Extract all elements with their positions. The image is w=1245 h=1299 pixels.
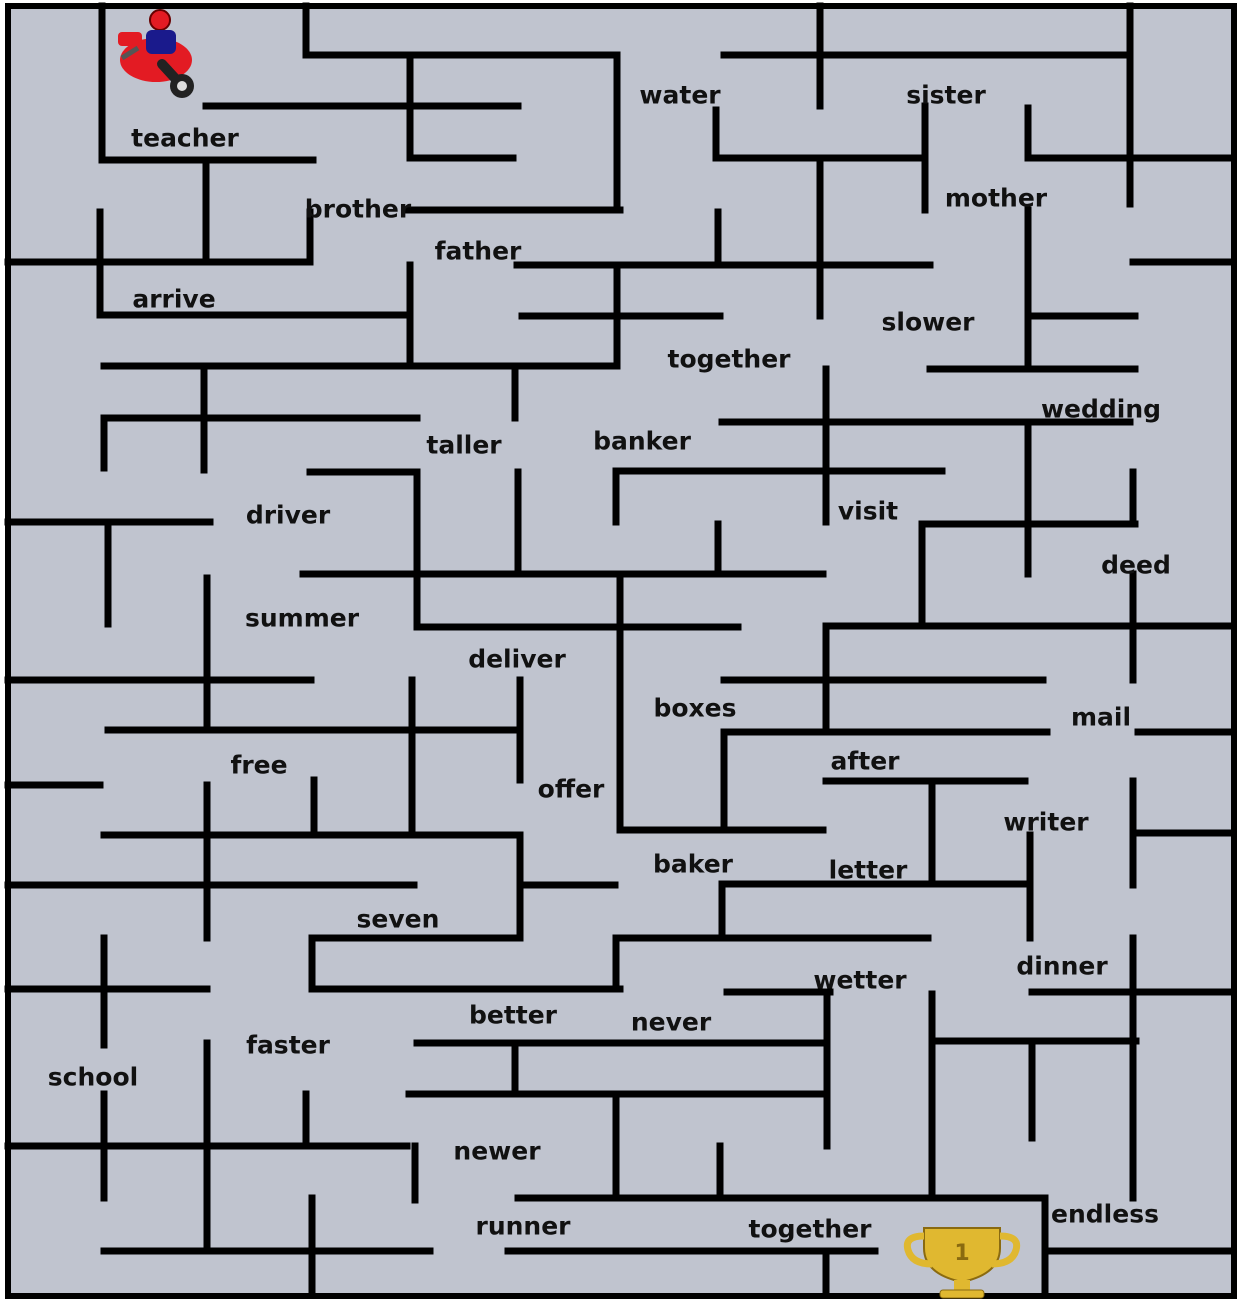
maze-word: water (639, 83, 720, 108)
maze-word: dinner (1016, 954, 1107, 979)
maze-word: endless (1051, 1202, 1159, 1227)
maze-word: writer (1003, 810, 1088, 835)
maze-word: taller (426, 433, 501, 458)
maze-word: driver (246, 503, 330, 528)
maze-word: sister (906, 83, 986, 108)
maze-word: mail (1071, 705, 1131, 730)
maze-word: offer (538, 777, 605, 802)
maze-word: father (435, 239, 522, 264)
maze-word: banker (593, 429, 691, 454)
maze-word: wetter (813, 968, 906, 993)
maze-word: slower (881, 310, 974, 335)
maze-word: wedding (1041, 397, 1161, 422)
maze-word: teacher (131, 126, 239, 151)
maze-word: together (667, 347, 790, 372)
maze-word: summer (245, 606, 359, 631)
maze-word: faster (246, 1033, 330, 1058)
maze-word: free (230, 753, 287, 778)
maze-word: better (469, 1003, 557, 1028)
maze-word: deed (1101, 553, 1171, 578)
maze-word: baker (653, 852, 733, 877)
maze-word: arrive (132, 287, 215, 312)
maze-word: seven (357, 907, 440, 932)
maze-word: never (631, 1010, 711, 1035)
maze-word: brother (305, 197, 411, 222)
maze-word: mother (945, 186, 1047, 211)
maze-word: runner (475, 1214, 570, 1239)
maze-word: after (831, 749, 900, 774)
maze-word: together (748, 1217, 871, 1242)
maze-word: letter (829, 858, 908, 883)
maze-word: school (48, 1065, 138, 1090)
maze-word: boxes (653, 696, 736, 721)
svg-text:1: 1 (954, 1241, 969, 1266)
maze-word: visit (838, 499, 898, 524)
maze-word: deliver (468, 647, 566, 672)
maze-word: newer (453, 1139, 540, 1164)
